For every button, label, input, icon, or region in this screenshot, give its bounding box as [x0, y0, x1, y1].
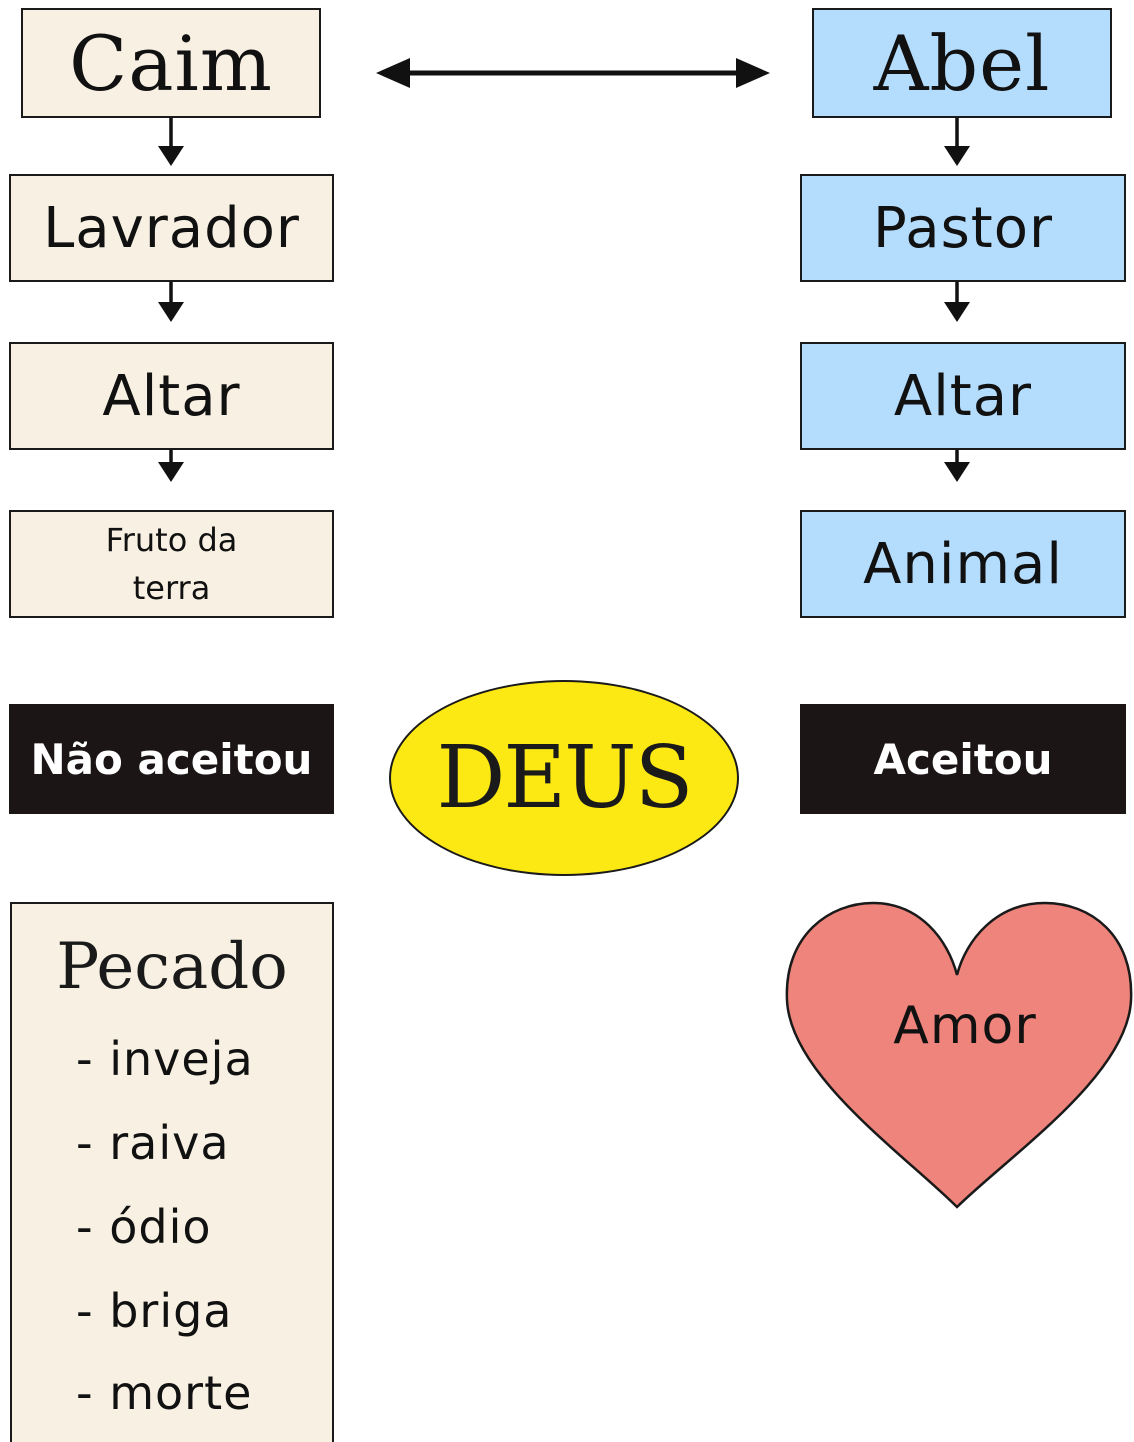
abel-offering-box: Animal — [800, 510, 1126, 618]
abel-name: Abel — [873, 18, 1051, 108]
cain-offering-box: Fruto da terra — [9, 510, 334, 618]
sin-item: - inveja — [76, 1032, 254, 1086]
cain-occupation: Lavrador — [43, 195, 300, 261]
cain-name: Caim — [69, 18, 273, 108]
abel-verdict: Aceitou — [873, 734, 1053, 784]
abel-verdict-box: Aceitou — [800, 704, 1126, 814]
cain-altar-box: Altar — [9, 342, 334, 450]
love-label: Amor — [893, 996, 1037, 1056]
cain-altar: Altar — [102, 363, 241, 429]
sin-list-box: Pecado - inveja - raiva - ódio - briga -… — [10, 902, 334, 1442]
abel-altar: Altar — [893, 363, 1033, 429]
abel-occupation: Pastor — [873, 195, 1053, 261]
sin-item: - raiva — [76, 1116, 230, 1170]
sin-title: Pecado — [56, 930, 288, 1004]
cain-occupation-box: Lavrador — [9, 174, 334, 282]
god-label: DEUS — [436, 728, 693, 828]
sin-item: - briga — [76, 1284, 233, 1338]
abel-name-box: Abel — [812, 8, 1112, 118]
god-ellipse: DEUS — [389, 680, 739, 876]
cain-verdict-box: Não aceitou — [9, 704, 334, 814]
double-arrow-icon — [376, 58, 770, 88]
cain-verdict: Não aceitou — [30, 734, 313, 784]
abel-offering: Animal — [863, 531, 1063, 597]
abel-occupation-box: Pastor — [800, 174, 1126, 282]
abel-altar-box: Altar — [800, 342, 1126, 450]
cain-offering-line2: terra — [132, 569, 211, 607]
sin-item: - morte — [76, 1366, 253, 1420]
cain-name-box: Caim — [21, 8, 321, 118]
sin-item: - ódio — [76, 1200, 212, 1254]
cain-offering-line1: Fruto da — [105, 521, 238, 559]
